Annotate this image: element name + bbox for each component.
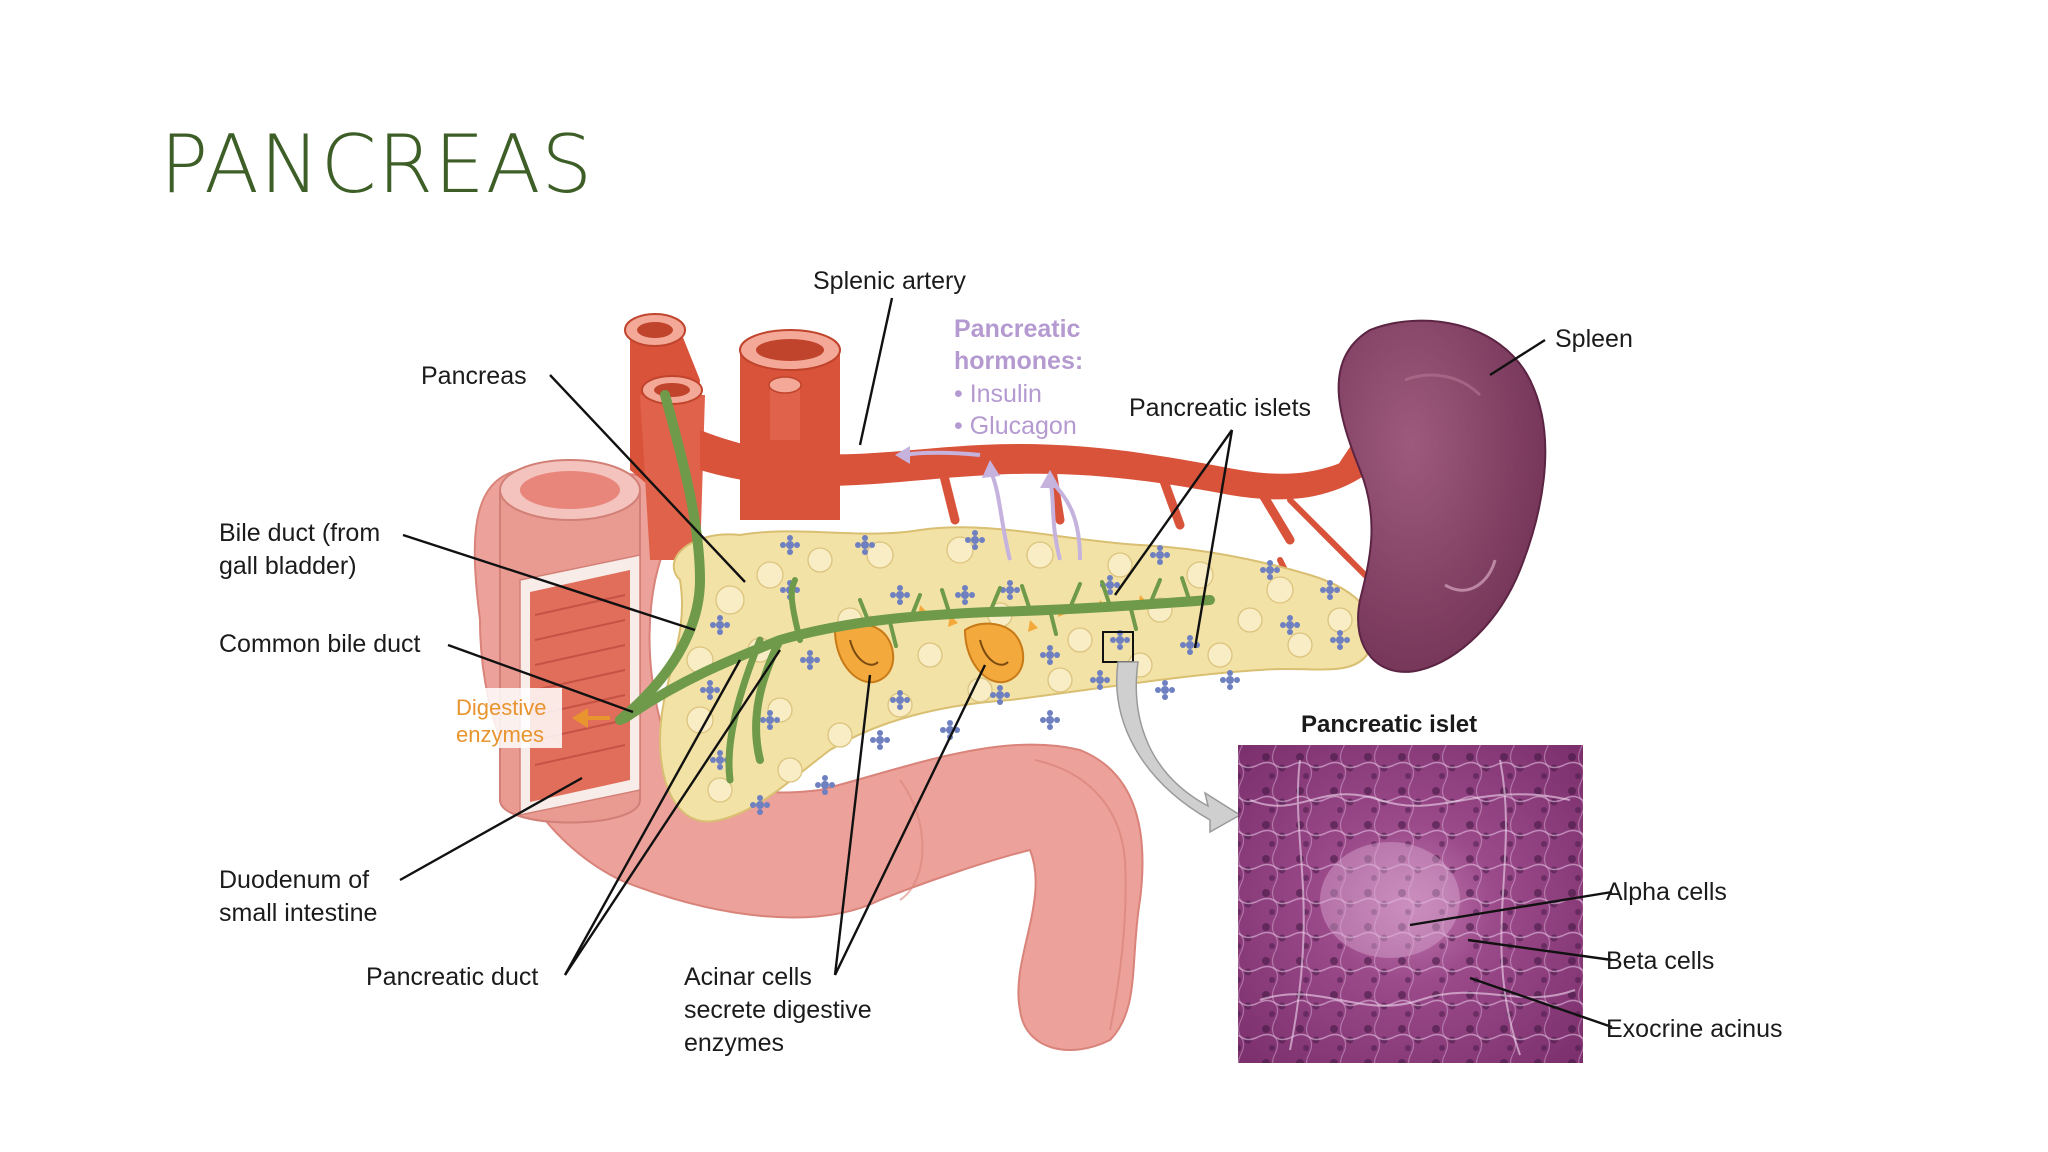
leader-lines — [399, 297, 1613, 1029]
label-bile-duct-line2: gall bladder) — [219, 552, 357, 580]
label-alpha-cells: Alpha cells — [1606, 878, 1727, 906]
islet-micrograph — [1238, 745, 1583, 1063]
label-pancreatic-islet: Pancreatic islet — [1301, 711, 1477, 738]
label-spleen: Spleen — [1555, 325, 1633, 353]
label-hormones-title-line1: Pancreatic — [954, 315, 1081, 343]
label-hormones-title-line2: hormones: — [954, 347, 1083, 375]
label-pancreas: Pancreas — [421, 362, 527, 390]
label-acinar-line3: enzymes — [684, 1029, 784, 1057]
label-pancreatic-islets: Pancreatic islets — [1129, 394, 1311, 422]
label-beta-cells: Beta cells — [1606, 947, 1714, 975]
label-pancreatic-duct: Pancreatic duct — [366, 963, 538, 991]
label-digestive-enzymes-line2: enzymes — [456, 722, 544, 747]
spleen — [1337, 319, 1547, 673]
page-title: PANCREAS — [160, 118, 594, 211]
label-hormone-insulin: • Insulin — [954, 380, 1042, 408]
label-acinar-line1: Acinar cells — [684, 963, 812, 991]
pancreatic-islets-dots — [700, 530, 1350, 815]
ducts — [615, 390, 1215, 784]
label-bile-duct-line1: Bile duct (from — [219, 519, 380, 547]
label-hormone-glucagon: • Glucagon — [954, 412, 1077, 440]
label-splenic-artery: Splenic artery — [813, 267, 966, 295]
label-common-bile-duct: Common bile duct — [219, 630, 421, 658]
enzyme-arrow — [450, 688, 610, 748]
label-duodenum-line1: Duodenum of — [219, 866, 369, 894]
label-exocrine-acinus: Exocrine acinus — [1606, 1015, 1782, 1043]
label-digestive-enzymes-line1: Digestive — [456, 695, 546, 720]
label-acinar-line2: secrete digestive — [684, 996, 872, 1024]
label-duodenum-line2: small intestine — [219, 899, 377, 927]
